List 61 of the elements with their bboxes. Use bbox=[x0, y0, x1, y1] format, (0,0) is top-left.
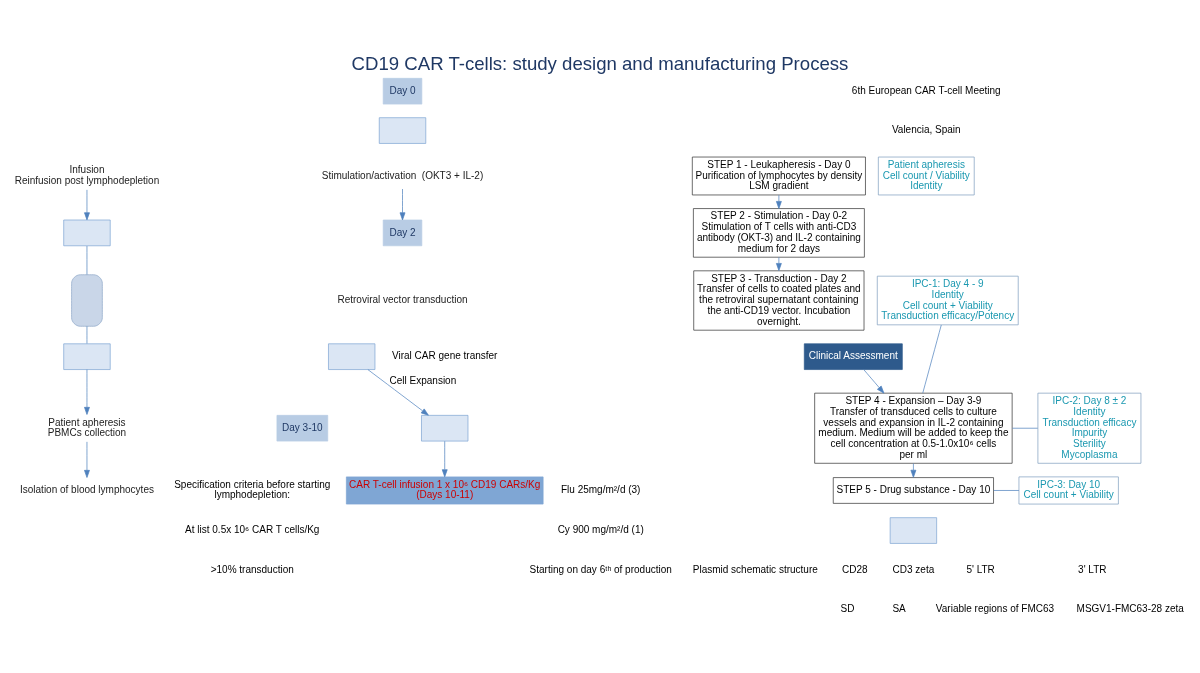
node-box bbox=[378, 116, 427, 144]
connector bbox=[86, 245, 88, 275]
label: Cy 900 mg/m²/d (1) bbox=[557, 523, 644, 535]
label: >10% transduction bbox=[210, 563, 294, 575]
node-box: CAR T-cell infusion 1 x 10⁶ CD19 CARs/Kg (Days 10-11) bbox=[346, 476, 544, 504]
node-text: Stimulation/activation (OKT3 + IL-2) bbox=[321, 169, 484, 181]
connector bbox=[86, 325, 88, 344]
node-box bbox=[63, 219, 111, 246]
node-box: Day 0 bbox=[382, 77, 423, 104]
node-box: IPC-1: Day 4 - 9 Identity Cell count + Viability Transduction efficacy/Potency bbox=[876, 275, 1019, 325]
node-box: STEP 4 - Expansion – Day 3-9 Transfer of transduced cells to culture vessels and expansion in IL-2 containing medium. Medium will be added to keep the cell concentration at 0.5-1.0x10⁶ cells per ml bbox=[814, 392, 1013, 464]
label: Valencia, Spain bbox=[891, 123, 961, 135]
node-box bbox=[889, 516, 937, 544]
node-box: STEP 1 - Leukapheresis - Day 0 Purification of lymphocytes by density LSM gradient bbox=[691, 156, 866, 195]
node-box: Clinical Assessment bbox=[803, 342, 903, 370]
connector bbox=[993, 489, 1020, 491]
label: Flu 25mg/m²/d (3) bbox=[560, 483, 641, 495]
connector bbox=[1012, 427, 1039, 429]
arrow bbox=[84, 368, 90, 415]
node-person bbox=[71, 273, 103, 327]
label: 3' LTR bbox=[1078, 563, 1107, 575]
node-box: IPC-2: Day 8 ± 2 Identity Transduction efficacy Impurity Sterility Mycoplasma bbox=[1037, 392, 1142, 464]
connector bbox=[922, 324, 942, 393]
node-box: STEP 5 - Drug substance - Day 10 bbox=[832, 476, 994, 504]
arrow bbox=[863, 368, 885, 393]
diagram-title: CD19 CAR T-cells: study design and manufacturing Process bbox=[351, 52, 849, 74]
arrow bbox=[441, 440, 448, 477]
node-box: Day 3-10 bbox=[276, 414, 329, 441]
label: 5' LTR bbox=[966, 563, 995, 575]
label: SA bbox=[892, 602, 906, 614]
arrow bbox=[776, 256, 782, 271]
label: At list 0.5x 10⁶ CAR T cells/Kg bbox=[185, 523, 320, 535]
arrow bbox=[84, 189, 90, 220]
edge-label: Cell Expansion bbox=[389, 374, 457, 386]
arrow bbox=[776, 194, 782, 209]
label: Starting on day 6ᵗʰ of production bbox=[529, 563, 672, 575]
label: CD28 bbox=[841, 563, 868, 575]
node-box bbox=[328, 342, 376, 370]
label: Variable regions of FMC63 bbox=[935, 602, 1055, 614]
node-box bbox=[63, 342, 111, 370]
node-box: STEP 2 - Stimulation - Day 0-2 Stimulation of T cells with anti-CD3 antibody (OKT-3) and IL-2 containing medium for 2 days bbox=[693, 207, 865, 258]
label: CD3 zeta bbox=[892, 563, 935, 575]
node-text: Infusion Reinfusion post lymphodepletion bbox=[14, 163, 160, 186]
node-box: Day 2 bbox=[382, 219, 423, 246]
label: 6th European CAR T-cell Meeting bbox=[851, 84, 1001, 96]
arrow bbox=[910, 462, 917, 478]
node-text: Patient apheresis PBMCs collection bbox=[47, 416, 127, 438]
arrow bbox=[399, 188, 406, 220]
label: Viral CAR gene transfer bbox=[392, 349, 498, 361]
label: Specification criteria before starting lymphodepletion: bbox=[174, 478, 331, 500]
label: Plasmid schematic structure bbox=[692, 563, 818, 575]
arrow bbox=[367, 368, 429, 416]
arrow bbox=[84, 441, 90, 478]
label: SD bbox=[840, 602, 855, 614]
node-box: Patient apheresis Cell count / Viability Identity bbox=[878, 156, 975, 195]
node-box bbox=[421, 414, 469, 441]
node-text: Retroviral vector transduction bbox=[337, 293, 468, 305]
node-box: IPC-3: Day 10 Cell count + Viability bbox=[1018, 476, 1119, 504]
label: MSGV1-FMC63-28 zeta bbox=[1076, 602, 1184, 614]
node-text: Isolation of blood lymphocytes bbox=[19, 483, 154, 495]
node-box: STEP 3 - Transduction - Day 2 Transfer of cells to coated plates and the retroviral supernatant containing the anti-CD19 vector. Incubation overnight. bbox=[693, 269, 865, 331]
